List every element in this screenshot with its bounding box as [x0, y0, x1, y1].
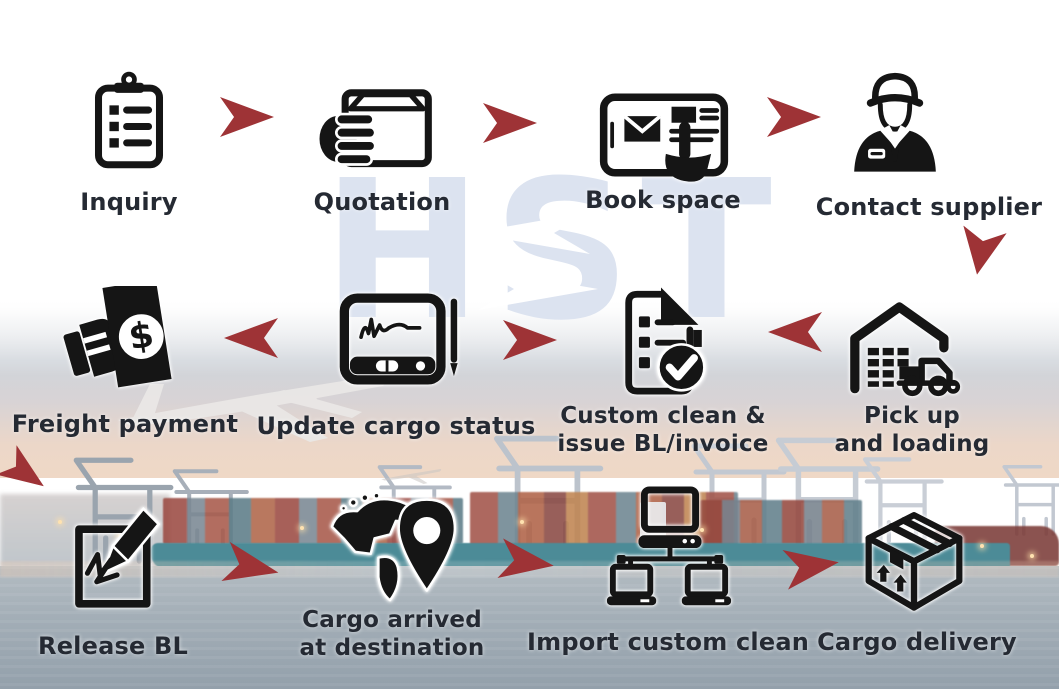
tablet-booking-icon — [598, 82, 730, 188]
harbor-light — [300, 526, 304, 530]
harbor-light — [1030, 554, 1034, 558]
flow-arrow-icon — [767, 97, 821, 137]
harbor-light — [58, 520, 62, 524]
clipboard-icon — [86, 62, 172, 180]
airplane-photo — [118, 374, 442, 484]
flow-arrow-icon — [955, 226, 1006, 279]
flow-arrow-icon — [220, 97, 274, 137]
harbor-photo-background — [0, 298, 1059, 689]
container-stack — [470, 492, 738, 548]
flow-arrow-icon — [483, 103, 537, 143]
step-label: Inquiry — [80, 188, 178, 216]
sea-water — [0, 566, 1059, 689]
step-label: Contact supplier — [815, 193, 1043, 221]
support-worker-icon — [846, 62, 944, 180]
harbor-light — [520, 520, 524, 524]
step-label: Book space — [585, 186, 741, 214]
harbor-light — [700, 528, 704, 532]
harbor-light — [118, 534, 122, 538]
watermark-left-arrow-icon — [470, 212, 590, 254]
container-stack — [163, 498, 463, 544]
envelope-hand-icon — [316, 84, 438, 176]
container-stack — [700, 500, 862, 544]
harbor-light — [662, 538, 666, 542]
harbor-light — [980, 544, 984, 548]
step-label: Quotation — [313, 188, 451, 216]
